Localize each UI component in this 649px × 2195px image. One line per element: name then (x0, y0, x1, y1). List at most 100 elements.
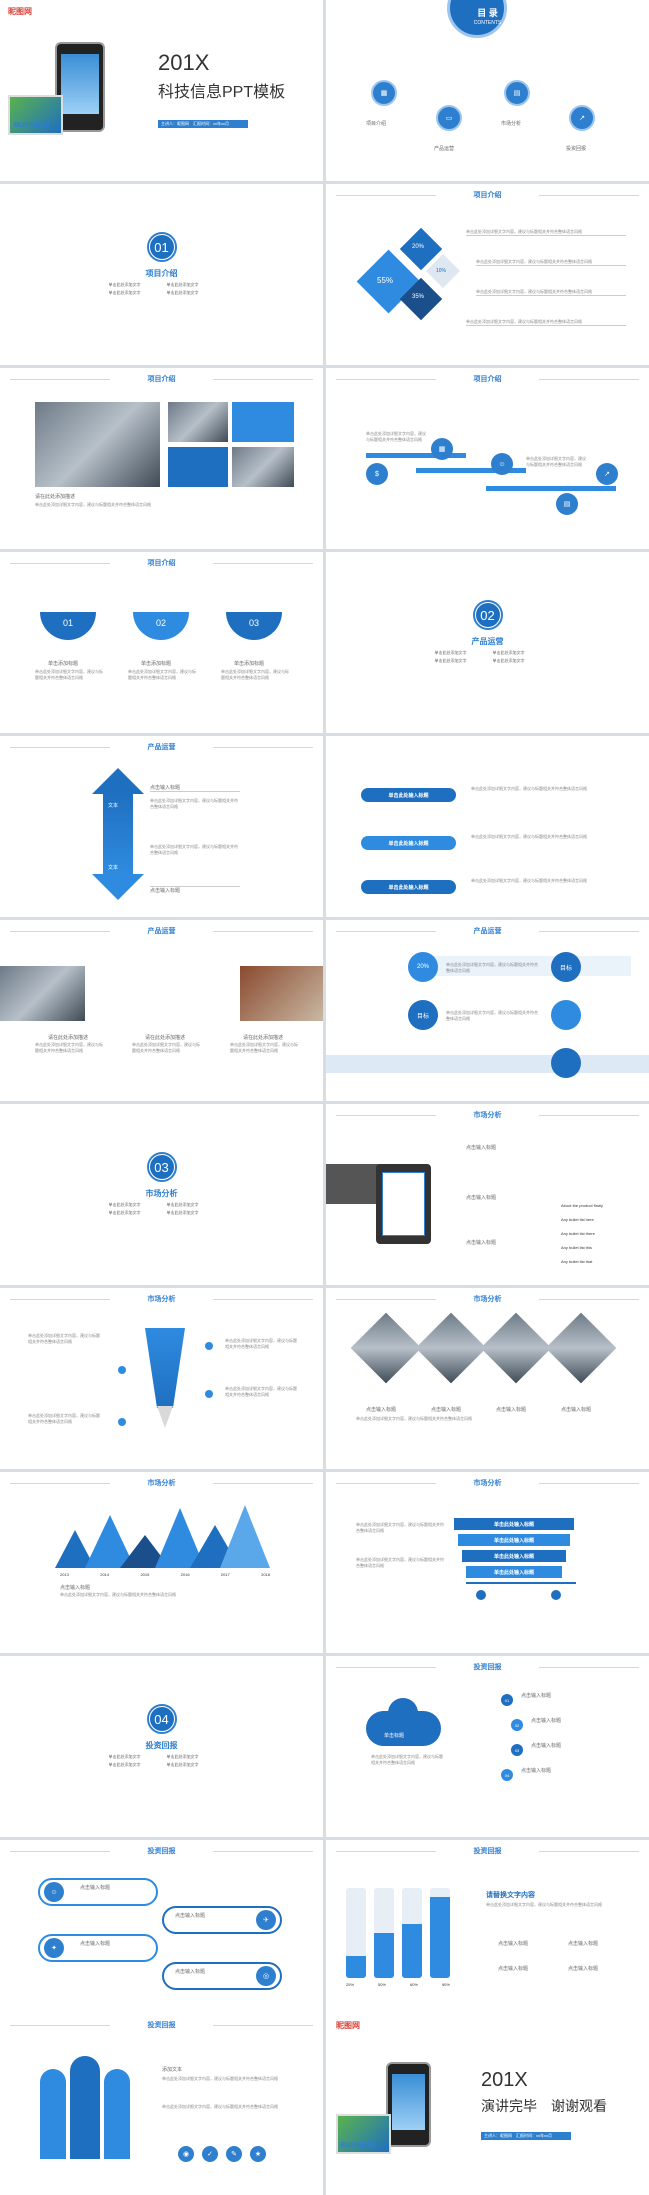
chart-text: 单击此处添加详细文字内容，建议与标题相关并符合整体语言风格 (60, 1592, 176, 1597)
bullet-item: Any bullet list there (561, 1231, 595, 1236)
bullet: 单击此处添加文字 (108, 290, 141, 295)
year-label: 2014 (100, 1572, 110, 1577)
contents-title: 目 录 (477, 8, 498, 18)
title-pill: 单击此处输入标题 (361, 788, 456, 802)
arrow-label-bottom: 文本 (108, 865, 119, 871)
slide-peaks[interactable]: 市场分析 2013 2014 2015 2016 2017 2018 点击输入标… (0, 1472, 323, 1653)
bullet: 单击此处添加文字 (108, 1754, 141, 1759)
flow-node: 20% (408, 952, 438, 982)
contents-item-2[interactable]: 产品运营 (434, 146, 455, 152)
chart-icon: ▦ (431, 438, 453, 460)
slide-section-2[interactable]: 02 产品运营 单击此处添加文字 单击此处添加文字 单击此处添加文字 单击此处添… (326, 552, 649, 733)
arrow-text-title: 点击输入标题 (150, 886, 240, 894)
year-label: 2016 (180, 1572, 190, 1577)
tablet-label: 点击输入标题 (466, 1195, 497, 1201)
slide-section-3[interactable]: 03 市场分析 单击此处添加文字 单击此处添加文字 单击此处添加文字 单击此处添… (0, 1104, 323, 1285)
slide-photo-grid[interactable]: 项目介绍 请在此处添加描述 单击此处添加详细文字内容，建议与标题相关并符合整体语… (0, 368, 323, 549)
arrow-label-top: 文本 (108, 803, 119, 809)
hex-title: 点击输入标题 (175, 1913, 206, 1919)
photo-text: 单击此处添加详细文字内容，建议与标题相关并符合整体语言风格 (35, 1042, 103, 1053)
hex-title: 点击输入标题 (80, 1885, 111, 1891)
bullet: 单击此处添加文字 (166, 1754, 199, 1759)
cylinder-item: 点击输入标题 (568, 1941, 599, 1947)
bullet: 单击此处添加文字 (108, 1202, 141, 1207)
slide-hexagons[interactable]: 投资回报 ☺ ✦ ✈ ◎ 点击输入标题 点击输入标题 点击输入标题 点击输入标题 (0, 1840, 323, 2021)
pencil-text: 单击此处添加详细文字内容，建议与标题相关并符合整体语言风格 (28, 1413, 100, 1424)
brand-logo: 昵图网 (8, 7, 32, 16)
flow-node (551, 1000, 581, 1030)
tab-text: 单击此处添加详细文字内容，建议与标题相关并符合整体语言风格 (35, 669, 103, 680)
bullet-list: About the product firstly Any bullet lis… (561, 1199, 603, 1269)
ending-subtitle: 主讲人：昵图网 汇报时间：xx年xx月 (481, 2132, 571, 2140)
slide-tablet[interactable]: 市场分析 点击输入标题 点击输入标题 点击输入标题 About the prod… (326, 1104, 649, 1285)
photo-caption: 请在此处添加描述 (243, 1035, 284, 1041)
cylinder-label: 50% (377, 1982, 386, 1987)
step-title: 点击输入标题 (521, 1768, 552, 1774)
cloud-text: 单击此处添加详细文字内容，建议与标题相关并符合整体语言风格 (371, 1754, 443, 1765)
slide-pencil[interactable]: 市场分析 单击此处添加详细文字内容，建议与标题相关并符合整体语言风格 单击此处添… (0, 1288, 323, 1469)
hex-box (162, 1962, 282, 1990)
people-icon: ☺ (44, 1882, 64, 1902)
photo-caption: 请在此处添加描述 (145, 1035, 186, 1041)
pencil-text: 单击此处添加详细文字内容，建议与标题相关并符合整体语言风格 (225, 1338, 297, 1349)
contents-item-1[interactable]: 项目介绍 (366, 121, 387, 127)
percent-large: 55% (377, 276, 394, 285)
cart-wheel (476, 1590, 486, 1600)
bullet: 单击此处添加文字 (492, 658, 525, 663)
dot (118, 1366, 126, 1374)
slide-team[interactable]: 投资回报 添加文本 单击此处添加详细文字内容，建议与标题相关并符合整体语言风格 … (0, 2014, 323, 2195)
tablet-image (336, 2114, 391, 2154)
arrow-text: 单击此处添加详细文字内容，建议与标题相关并符合整体语言风格 (150, 844, 238, 855)
timeline-bar (416, 468, 526, 473)
section-number: 02 (472, 600, 503, 630)
flow-text: 单击此处添加详细文字内容，建议与标题相关并符合整体语言风格 (446, 962, 538, 973)
office-photo (35, 402, 160, 487)
timeline-bar (366, 453, 466, 458)
bullet-item: About the product firstly (561, 1203, 604, 1208)
slide-diamond-photos[interactable]: 市场分析 点击输入标题 点击输入标题 点击输入标题 点击输入标题 单击此处添加详… (326, 1288, 649, 1469)
year-label: 2018 (261, 1572, 270, 1577)
cylinder-label: 90% (441, 1982, 450, 1987)
contents-item-3[interactable]: 市场分析 (501, 121, 522, 127)
slide-cloud[interactable]: 投资回报 单击标题 单击此处添加详细文字内容，建议与标题相关并符合整体语言风格 … (326, 1656, 649, 1837)
cylinder (346, 1888, 366, 1978)
brand-logo: 昵图网 (336, 2021, 360, 2030)
slide-timeline[interactable]: 项目介绍 ▦ $ ☺ ▤ ↗ 单击此处添加详细文字内容，建议与标题相关并符合整体… (326, 368, 649, 549)
slide-three-tabs[interactable]: 项目介绍 01 02 03 单击添加标题 单击添加标题 单击添加标题 单击此处添… (0, 552, 323, 733)
percent-bottom: 35% (412, 294, 425, 300)
cylinder-text: 单击此处添加详细文字内容，建议与标题相关并符合整体语言风格 (486, 1902, 602, 1907)
cylinder-heading: 请替换文字内容 (486, 1892, 535, 1899)
slide-title: 投资回报 (0, 2020, 323, 2030)
hex-title: 点击输入标题 (80, 1941, 111, 1947)
photo-caption: 点击输入标题 (496, 1407, 527, 1413)
slide-section-1[interactable]: 01 项目介绍 单击此处添加文字 单击此处添加文字 单击此处添加文字 单击此处添… (0, 184, 323, 365)
chart-caption: 点击输入标题 (60, 1585, 91, 1591)
tab-title: 单击添加标题 (141, 661, 172, 667)
slide-cylinders[interactable]: 投资回报 25% 50% 60% 90% 请替换文字内容 单击此处添加详细文字内… (326, 1840, 649, 2021)
slide-ending[interactable]: 昵图网 BUSINESS 201X 演讲完毕 谢谢观看 主讲人：昵图网 汇报时间… (326, 2014, 649, 2195)
slide-flow[interactable]: 产品运营 20% 目标 目标 单击此处添加详细文字内容，建议与标题相关并符合整体… (326, 920, 649, 1101)
contents-item-4[interactable]: 投资回报 (566, 146, 587, 152)
laptop-photo (232, 447, 294, 487)
slide-cart[interactable]: 市场分析 单击此处输入标题 单击此处输入标题 单击此处输入标题 单击此处输入标题… (326, 1472, 649, 1653)
cylinder-item: 点击输入标题 (568, 1966, 599, 1972)
slide-title: 投资回报 (326, 1662, 649, 1672)
slide-photos[interactable]: 产品运营 请在此处添加描述 请在此处添加描述 请在此处添加描述 单击此处添加详细… (0, 920, 323, 1101)
info-box-2 (168, 447, 228, 487)
contents-subtitle: CONTENTS (473, 20, 502, 26)
slide-diamonds[interactable]: 项目介绍 55% 20% 10% 35% 单击此处添加详细文字内容，建议与标题相… (326, 184, 649, 365)
person-figure (104, 2069, 130, 2159)
slide-section-4[interactable]: 04 投资回报 单击此处添加文字 单击此处添加文字 单击此处添加文字 单击此处添… (0, 1656, 323, 1837)
arrow-text: 单击此处添加详细文字内容，建议与标题相关并符合整体语言风格 (150, 798, 238, 809)
section-title: 投资回报 (145, 1741, 178, 1750)
photo-caption: 点击输入标题 (366, 1407, 397, 1413)
text-line: 单击此处添加详细文字内容，建议与标题相关并符合整体语言风格 (466, 229, 626, 236)
slide-arrow[interactable]: 产品运营 文本 文本 点击输入标题 单击此处添加详细文字内容，建议与标题相关并符… (0, 736, 323, 917)
slide-contents[interactable]: 目 录 CONTENTS ▦ ▭ ▤ ↗ 项目介绍 产品运营 市场分析 投资回报 (326, 0, 649, 181)
people-icon: ☺ (491, 453, 513, 475)
slide-pills[interactable]: 单击此处输入标题 单击此处输入标题 单击此处输入标题 单击此处添加详细文字内容，… (326, 736, 649, 917)
photo-text: 单击此处添加详细文字内容，建议与标题相关并符合整体语言风格 (132, 1042, 200, 1053)
title-pill: 单击此处输入标题 (361, 880, 456, 894)
slide-cover[interactable]: 昵图网 BUSINESS 201X 科技信息PPT模板 主讲人：昵图网 汇报时间… (0, 0, 323, 181)
cylinder (402, 1888, 422, 1978)
